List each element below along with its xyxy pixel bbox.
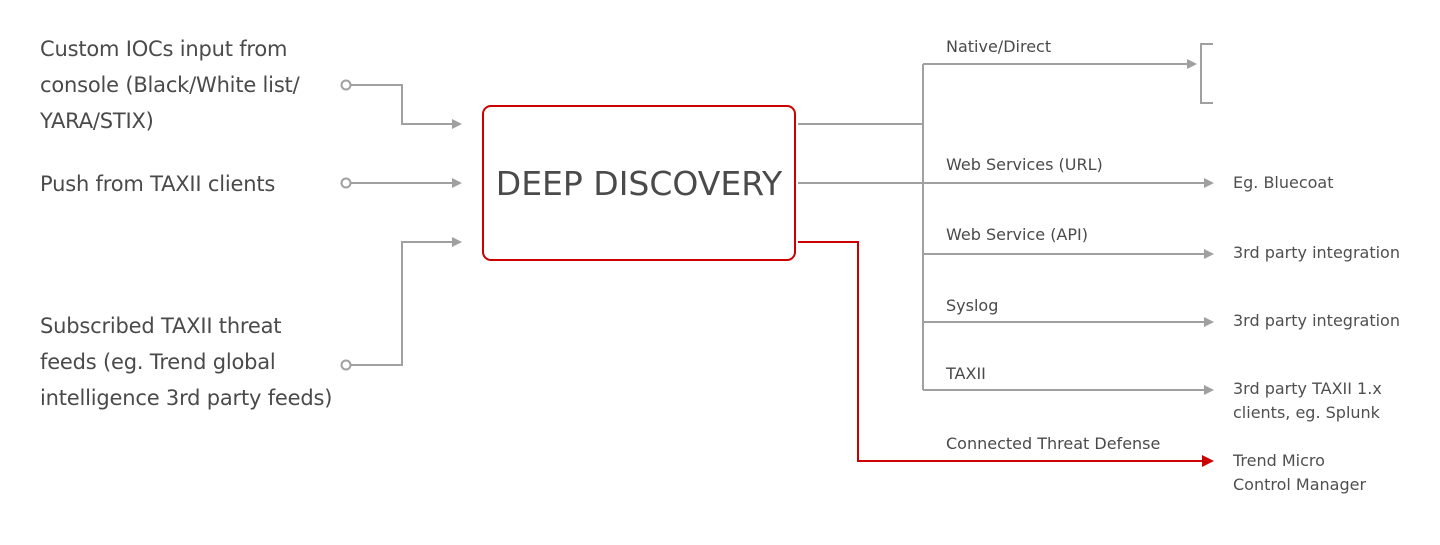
source-line: intelligence 3rd party feeds) (40, 386, 333, 410)
destination-web-service-api: 3rd party integration (1233, 241, 1400, 265)
destination-line: Control Manager (1233, 475, 1367, 494)
channel-label-native-direct: Native/Direct (946, 37, 1052, 56)
source-line: console (Black/White list/ (40, 73, 300, 97)
channel-label-web-service-api: Web Service (API) (946, 225, 1088, 244)
source-taxii-feeds: Subscribed TAXII threat feeds (eg. Trend… (40, 308, 332, 416)
destination-taxii: 3rd party TAXII 1.x clients, eg. Splunk (1233, 377, 1382, 425)
output-trunk (798, 64, 924, 390)
channel-label-syslog: Syslog (946, 296, 999, 315)
source-custom-iocs: Custom IOCs input from console (Black/Wh… (40, 31, 300, 139)
source-taxii-push: Push from TAXII clients (40, 166, 275, 202)
source-line: Push from TAXII clients (40, 172, 276, 196)
deep-discovery-box: DEEP DISCOVERY (482, 105, 796, 261)
input-connector-custom-iocs (340, 79, 462, 129)
destination-web-services-url: Eg. Bluecoat (1233, 171, 1334, 195)
source-line: feeds (eg. Trend global (40, 350, 276, 374)
native-direct-bracket (1200, 43, 1213, 104)
destination-line: 3rd party TAXII 1.x (1233, 379, 1382, 398)
destination-syslog: 3rd party integration (1233, 309, 1400, 333)
connector-origin-dot (340, 79, 352, 91)
connector-origin-dot (340, 359, 352, 371)
channel-label-web-services-url: Web Services (URL) (946, 155, 1103, 174)
destination-line: Trend Micro (1233, 451, 1325, 470)
input-connector-taxii-feeds (340, 237, 462, 371)
connector-line (351, 237, 462, 366)
connector-origin-dot (340, 177, 352, 189)
destination-connected-threat-defense: Trend Micro Control Manager (1233, 449, 1366, 497)
source-line: Subscribed TAXII threat (40, 314, 282, 338)
destination-line: 3rd party integration (1233, 243, 1400, 262)
destination-line: 3rd party integration (1233, 311, 1400, 330)
core-label: DEEP DISCOVERY (495, 163, 783, 203)
connector-line (351, 84, 462, 129)
source-line: Custom IOCs input from (40, 37, 288, 61)
channel-label-connected-threat-defense: Connected Threat Defense (946, 434, 1161, 453)
destination-line: Eg. Bluecoat (1233, 173, 1334, 192)
branch-connected-threat-defense (798, 241, 1214, 467)
source-line: YARA/STIX) (40, 109, 154, 133)
input-connector-taxii-push (340, 177, 462, 189)
destination-line: clients, eg. Splunk (1233, 403, 1380, 422)
channel-label-taxii: TAXII (946, 364, 986, 383)
